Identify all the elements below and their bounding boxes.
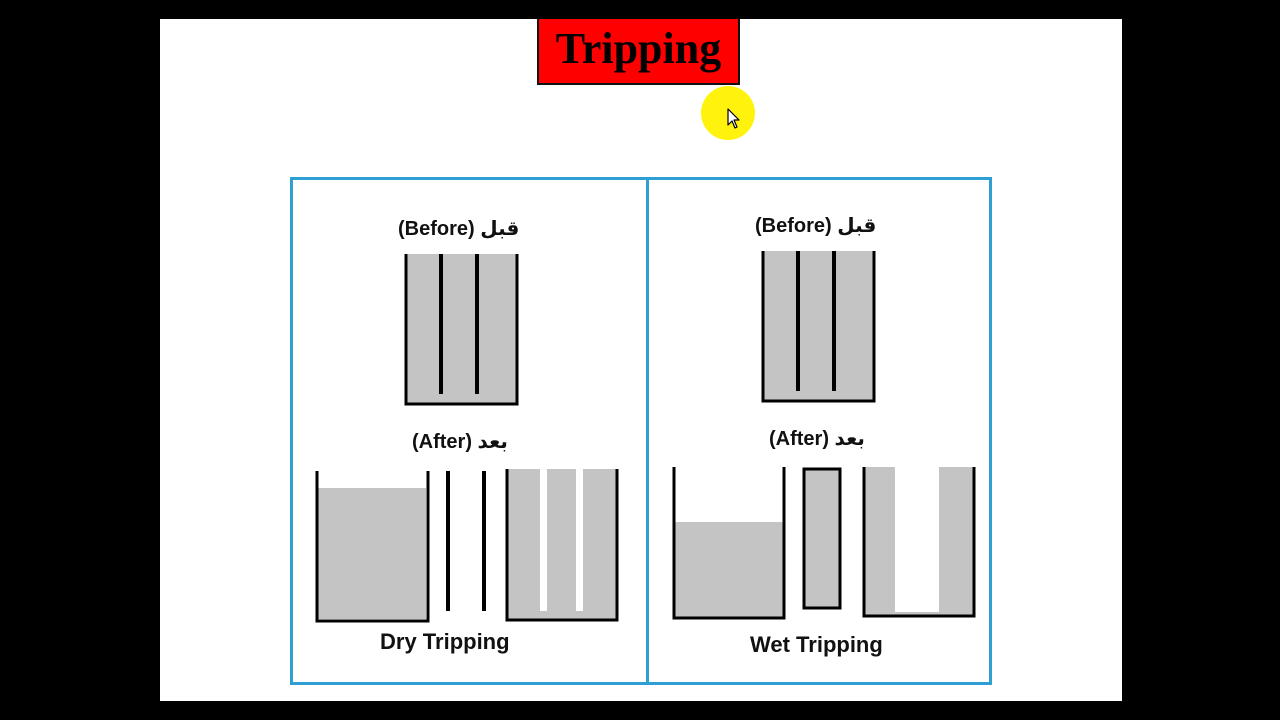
wet-tripping-caption: Wet Tripping [750, 632, 883, 657]
slide: Tripping [160, 19, 1122, 701]
tripping-diagram [315, 251, 976, 623]
wet-before-tank [761, 251, 876, 403]
dry-after-label: (After) بعد [412, 431, 508, 453]
dry-before-tank [404, 254, 519, 406]
slide-title: Tripping [555, 24, 722, 73]
wet-tripping-panel [646, 177, 992, 685]
wet-after-hole [862, 467, 976, 618]
title-box: Tripping [537, 19, 740, 85]
dry-before-label: (Before) قبل [398, 218, 520, 240]
wet-after-pipe-pulled [802, 467, 842, 610]
dry-tripping-caption: Dry Tripping [380, 629, 510, 654]
wet-after-tank [672, 467, 786, 620]
dry-after-pipe-pulled [446, 471, 486, 611]
dry-after-hole [505, 469, 619, 622]
dry-after-tank [315, 471, 430, 623]
wet-after-label: (After) بعد [769, 428, 865, 450]
wet-before-label: (Before) قبل [755, 215, 877, 237]
mouse-pointer-icon [727, 108, 740, 129]
